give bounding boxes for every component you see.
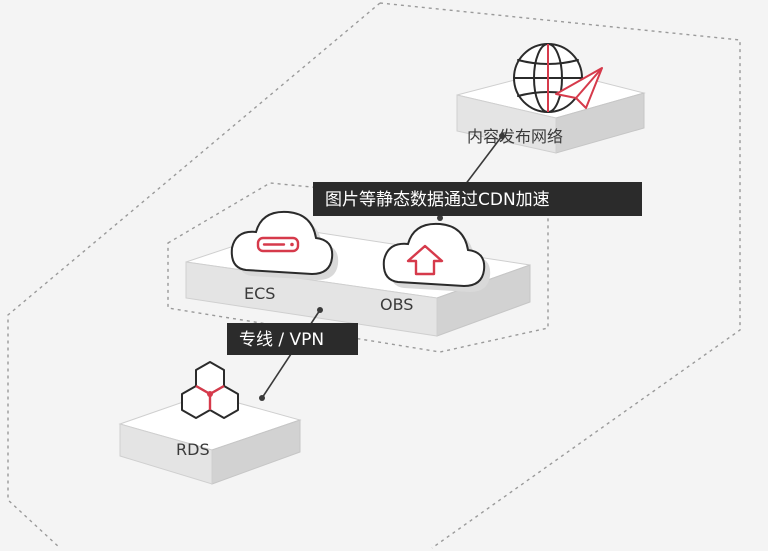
cdn-label: 内容发布网络 xyxy=(467,127,563,146)
vpn-callout: 专线 / VPN xyxy=(227,323,358,355)
vpn-callout-text: 专线 / VPN xyxy=(239,330,324,350)
rds-box xyxy=(118,393,302,485)
cloud-server-icon xyxy=(230,210,339,280)
outer-region-boundary xyxy=(7,2,741,549)
cloud-upload-icon xyxy=(382,222,491,292)
cdn-accel-callout-text: 图片等静态数据通过CDN加速 xyxy=(325,190,550,210)
obs-label: OBS xyxy=(380,295,413,314)
rds-label: RDS xyxy=(176,440,210,459)
ecs-label: ECS xyxy=(244,284,275,303)
hexagon-cluster-icon xyxy=(181,361,239,419)
cdn-accel-callout: 图片等静态数据通过CDN加速 xyxy=(313,182,642,216)
globe-send-icon xyxy=(513,43,603,113)
